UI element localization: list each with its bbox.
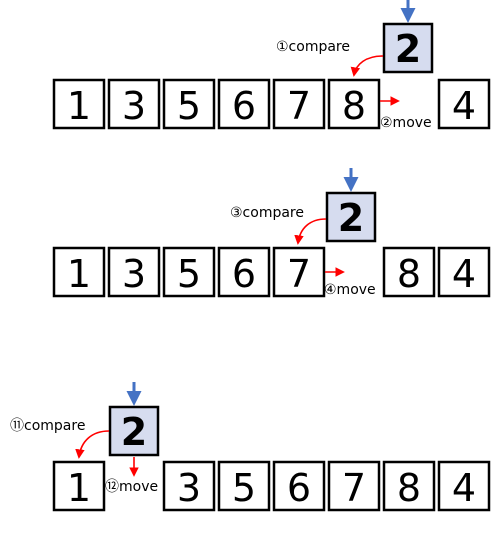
cell-value: 7 [342, 466, 366, 510]
compare-label: ⑪compare [10, 418, 85, 434]
cell-value: 7 [287, 252, 311, 296]
array-cell: 6 [217, 78, 271, 130]
step-1: 1 3 5 6 7 8 4 [52, 0, 491, 131]
compare-label: ③compare [230, 205, 304, 221]
key-value: 2 [121, 410, 147, 454]
array-cell: 8 [382, 246, 436, 298]
array-cell: 6 [272, 460, 326, 512]
cell-value: 8 [397, 466, 421, 510]
cell-value: 6 [232, 252, 256, 296]
array-cell: 5 [162, 78, 216, 130]
cell-value: 8 [342, 84, 366, 128]
cell-value: 6 [232, 84, 256, 128]
move-label: ⑫move [105, 479, 158, 495]
array-cell: 6 [217, 246, 271, 298]
array-cell: 7 [272, 78, 326, 130]
cell-value: 1 [67, 84, 91, 128]
compare-arrow-icon [294, 218, 327, 245]
array-cell: 7 [327, 460, 381, 512]
array-cell: 8 [382, 460, 436, 512]
key-value: 2 [338, 196, 364, 240]
array-cell: 1 [52, 246, 106, 298]
array-cell: 3 [162, 460, 216, 512]
array-cell: 1 [52, 78, 106, 130]
key-box: 2 [325, 191, 377, 243]
array-row: 1 3 5 6 7 8 4 [52, 460, 491, 512]
cell-value: 7 [287, 84, 311, 128]
move-label: ④move [324, 282, 376, 298]
array-cell: 3 [107, 78, 161, 130]
cell-value: 1 [67, 252, 91, 296]
array-cell: 5 [217, 460, 271, 512]
array-cell: 1 [52, 460, 106, 512]
compare-arrow-icon [75, 430, 110, 459]
compare-label: ①compare [276, 39, 350, 55]
cell-value: 4 [452, 84, 476, 128]
array-cell: 7 [272, 246, 326, 298]
array-cell: 4 [437, 460, 491, 512]
cell-value: 3 [177, 466, 201, 510]
key-box: 2 [108, 405, 160, 457]
cell-value: 8 [397, 252, 421, 296]
cell-value: 5 [177, 252, 201, 296]
array-row: 1 3 5 6 7 8 4 [52, 246, 491, 298]
move-label: ②move [380, 115, 432, 131]
array-cell: 5 [162, 246, 216, 298]
step-3: 1 3 5 6 7 8 4 [10, 382, 491, 512]
array-cell: 4 [437, 246, 491, 298]
array-cell: 3 [107, 246, 161, 298]
cell-value: 4 [452, 252, 476, 296]
cell-value: 6 [287, 466, 311, 510]
key-box: 2 [382, 22, 434, 74]
step-2: 1 3 5 6 7 8 4 [52, 168, 491, 298]
cell-value: 4 [452, 466, 476, 510]
cell-value: 3 [122, 84, 146, 128]
cell-value: 5 [177, 84, 201, 128]
array-row: 1 3 5 6 7 8 4 [52, 78, 491, 130]
cell-value: 5 [232, 466, 256, 510]
cell-value: 1 [67, 466, 91, 510]
compare-arrow-icon [350, 55, 384, 77]
array-cell: 4 [437, 78, 491, 130]
array-cell: 8 [327, 78, 381, 130]
cell-value: 3 [122, 252, 146, 296]
key-value: 2 [395, 27, 421, 71]
